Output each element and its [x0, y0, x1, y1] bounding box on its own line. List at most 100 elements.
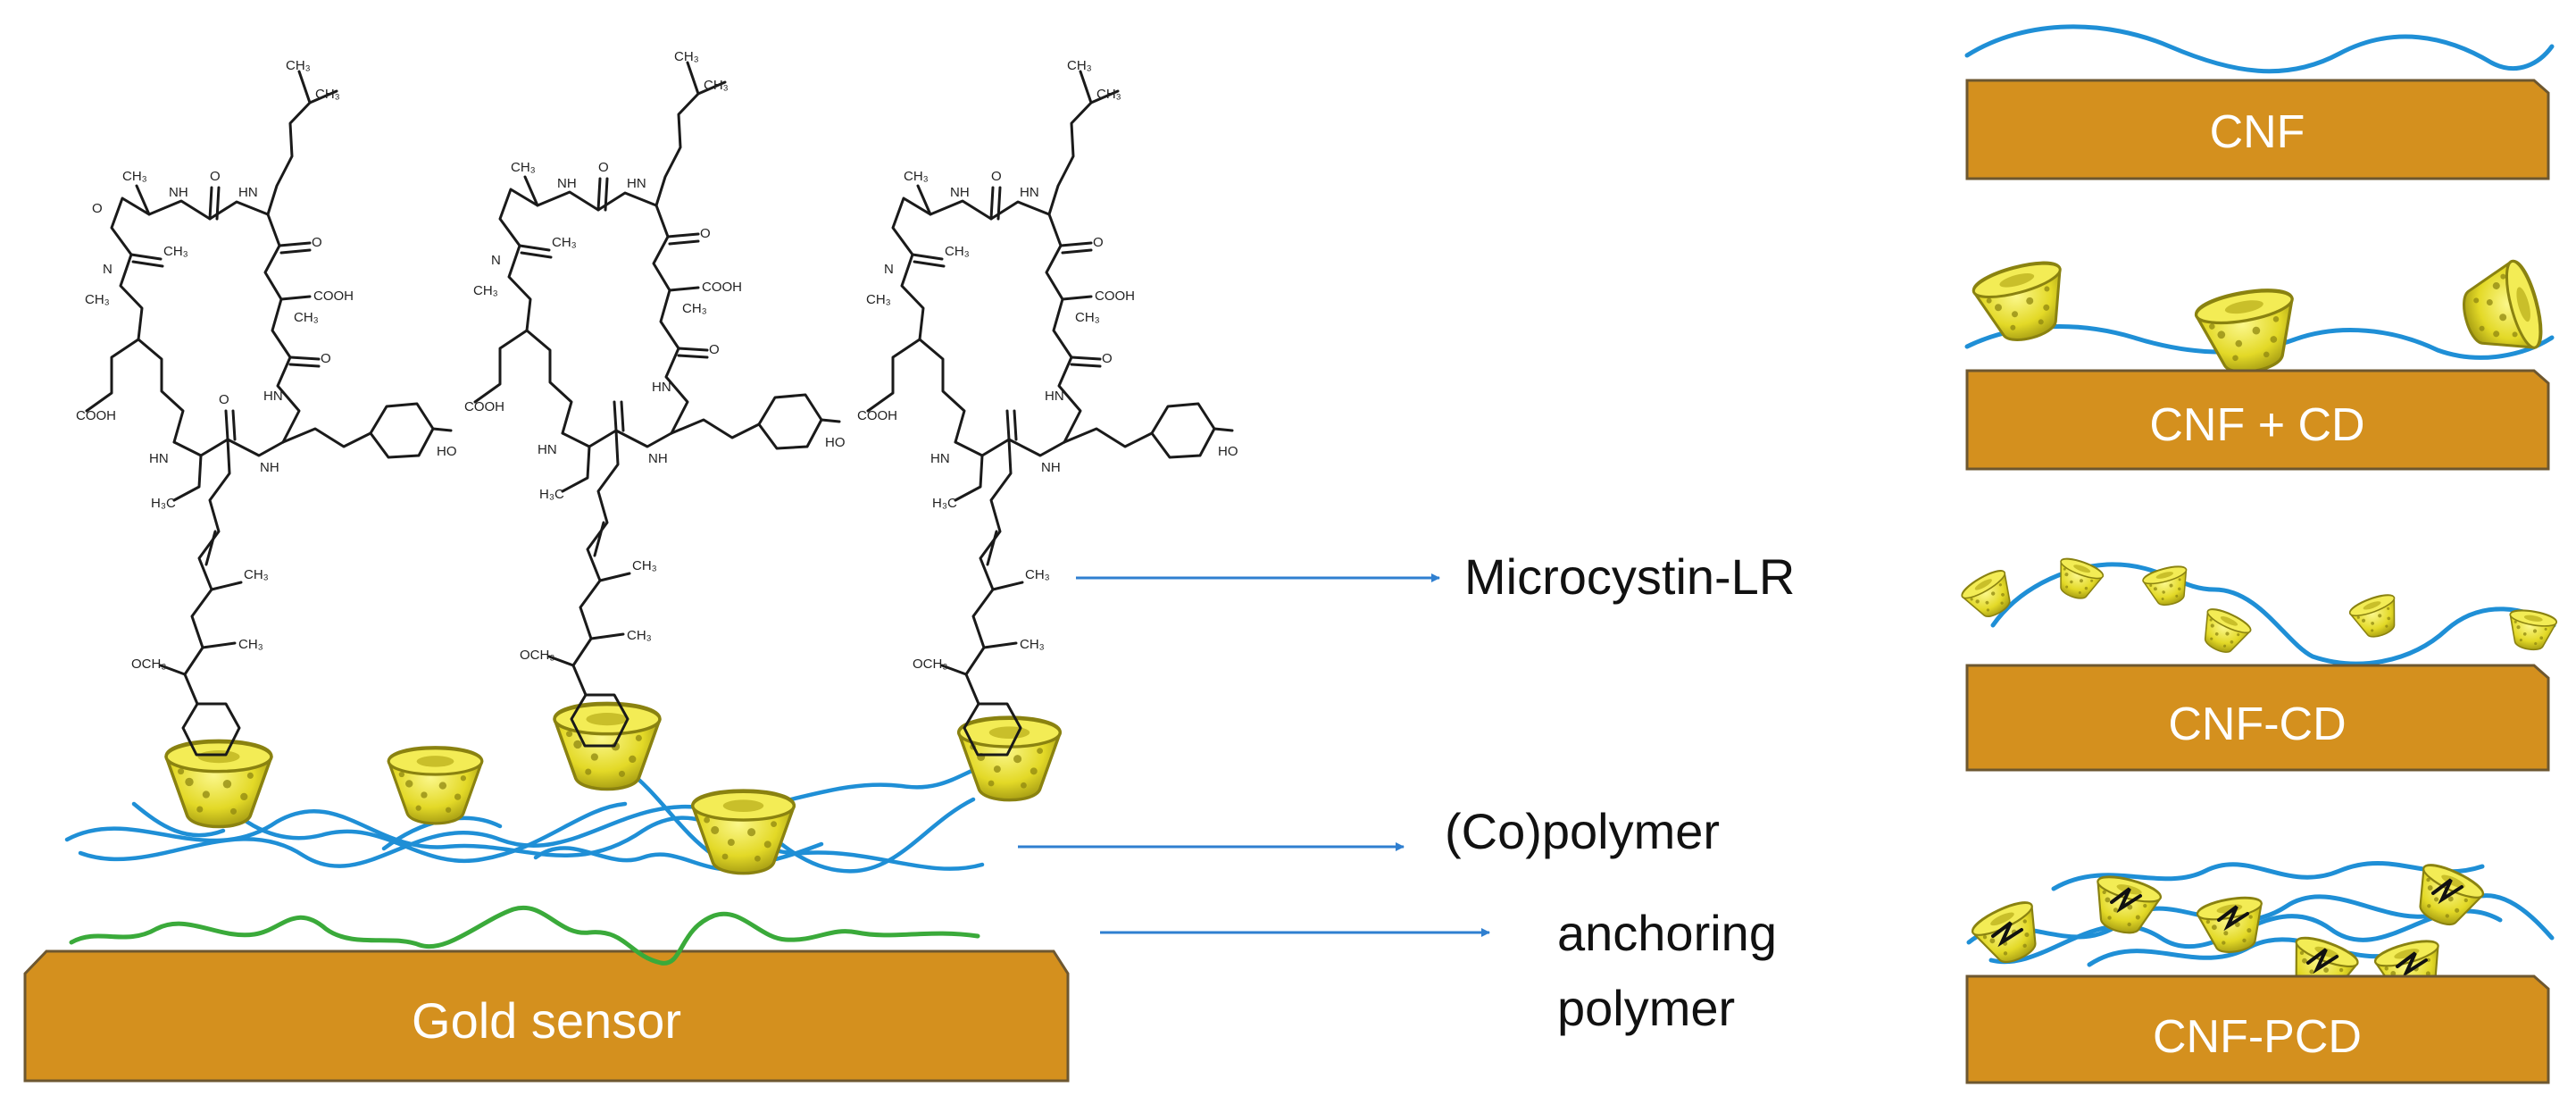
svg-text:HN: HN — [1020, 185, 1039, 200]
svg-text:NH: NH — [648, 451, 668, 466]
svg-text:HN: HN — [263, 389, 283, 404]
variant-label: CNF-PCD — [2153, 1011, 2362, 1063]
anchoring-polymer-label-line1: anchoring — [1557, 905, 1777, 961]
svg-text:CH₃: CH₃ — [704, 78, 729, 93]
microcystin-structure-icon: CH₃ CH₃ O HN NH CH₃ CH₃ O COOH O CH₃ N C… — [857, 58, 1238, 757]
svg-text:CH₃: CH₃ — [244, 567, 269, 582]
svg-text:OCH₃: OCH₃ — [913, 657, 947, 672]
svg-text:O: O — [1093, 235, 1104, 250]
variant-label: CNF — [2210, 106, 2305, 158]
svg-text:CH₃: CH₃ — [904, 169, 929, 184]
svg-text:O: O — [1102, 351, 1113, 366]
svg-text:N: N — [103, 262, 113, 277]
svg-text:CH₃: CH₃ — [294, 310, 319, 325]
svg-text:CH₃: CH₃ — [945, 244, 970, 259]
anchoring-polymer-label-line2: polymer — [1557, 980, 1735, 1036]
gold-sensor-label: Gold sensor — [412, 992, 681, 1049]
svg-text:CH₃: CH₃ — [632, 558, 657, 573]
svg-text:O: O — [709, 342, 720, 357]
cyclodextrin-cone-icon — [956, 715, 1063, 802]
svg-text:HN: HN — [652, 380, 671, 395]
variant-label: CNF + CD — [2149, 399, 2364, 451]
svg-text:CH₃: CH₃ — [1025, 567, 1050, 582]
svg-text:O: O — [321, 351, 331, 366]
svg-text:COOH: COOH — [1095, 289, 1135, 304]
left-assembly: Gold sensor CH₃ CH₃ O HN — [23, 49, 1238, 1083]
svg-text:NH: NH — [260, 460, 279, 475]
anchoring-polymer-line — [69, 905, 980, 966]
cyclodextrin-cone-icon — [1967, 895, 2051, 974]
svg-text:NH: NH — [1041, 460, 1061, 475]
svg-text:CH₃: CH₃ — [682, 301, 707, 316]
svg-text:COOH: COOH — [464, 399, 504, 414]
svg-text:CH₃: CH₃ — [866, 292, 891, 307]
svg-text:CH₃: CH₃ — [238, 637, 263, 652]
variant-cnf: CNF — [1964, 24, 2555, 180]
svg-text:CH₃: CH₃ — [552, 235, 577, 250]
svg-text:H₃C: H₃C — [932, 496, 957, 511]
svg-text:COOH: COOH — [76, 408, 116, 423]
svg-text:NH: NH — [169, 185, 188, 200]
svg-text:CH₃: CH₃ — [286, 58, 311, 73]
svg-text:CH₃: CH₃ — [1096, 87, 1121, 102]
cyclodextrin-cone-icon — [2347, 590, 2406, 644]
svg-text:OCH₃: OCH₃ — [520, 648, 554, 663]
svg-text:O: O — [700, 226, 711, 241]
svg-text:O: O — [210, 169, 221, 184]
variant-cnf-pcd: CNF-PCD — [1965, 857, 2555, 1084]
microcystin-structure-icon: CH₃ CH₃ O HN NH CH₃ O CH₃ O COOH O CH₃ N… — [76, 58, 457, 757]
svg-text:CH₃: CH₃ — [1075, 310, 1100, 325]
svg-text:HN: HN — [1045, 389, 1064, 404]
cyclodextrin-cone-icon — [1969, 254, 2077, 351]
svg-text:CH₃: CH₃ — [315, 87, 340, 102]
svg-text:NH: NH — [557, 176, 577, 191]
svg-text:NH: NH — [950, 185, 970, 200]
cyclodextrin-cone-icon — [1957, 565, 2022, 626]
svg-text:CH₃: CH₃ — [85, 292, 110, 307]
variant-panels: CNF CNF + CD CNF-CD — [1957, 24, 2559, 1084]
svg-text:HN: HN — [538, 442, 557, 457]
microcystin-label: Microcystin-LR — [1464, 548, 1795, 605]
svg-text:CH₃: CH₃ — [511, 160, 536, 175]
svg-text:CH₃: CH₃ — [674, 49, 699, 64]
svg-text:CH₃: CH₃ — [1067, 58, 1092, 73]
svg-text:CH₃: CH₃ — [163, 244, 188, 259]
copolymer-label: (Co)polymer — [1445, 803, 1720, 859]
svg-text:OCH₃: OCH₃ — [131, 657, 166, 672]
svg-text:HN: HN — [930, 451, 950, 466]
cyclodextrin-cone-icon — [2504, 606, 2559, 655]
svg-text:HO: HO — [437, 444, 457, 459]
svg-text:COOH: COOH — [702, 280, 742, 295]
svg-text:H₃C: H₃C — [151, 496, 176, 511]
variant-label: CNF-CD — [2168, 698, 2346, 750]
cyclodextrin-cone-icon — [2050, 554, 2106, 606]
svg-text:HO: HO — [1218, 444, 1238, 459]
svg-text:O: O — [598, 160, 609, 175]
cyclodextrin-cone-icon — [2453, 256, 2550, 364]
svg-text:HN: HN — [627, 176, 646, 191]
svg-text:O: O — [92, 201, 103, 216]
svg-text:N: N — [491, 253, 501, 268]
cyclodextrin-cone-icon — [690, 789, 796, 875]
callouts: Microcystin-LR (Co)polymer anchoring pol… — [1018, 548, 1795, 1036]
svg-text:CH₃: CH₃ — [473, 283, 498, 298]
svg-text:CH₃: CH₃ — [627, 628, 652, 643]
svg-text:HN: HN — [149, 451, 169, 466]
cyclodextrin-cone-icon — [387, 746, 484, 825]
svg-text:O: O — [991, 169, 1002, 184]
svg-text:COOH: COOH — [313, 289, 354, 304]
gold-sensor-slab: Gold sensor — [23, 949, 1070, 1083]
svg-text:H₃C: H₃C — [539, 487, 564, 502]
svg-text:HO: HO — [825, 435, 846, 450]
svg-text:O: O — [312, 235, 322, 250]
variant-cnf-cd: CNF-CD — [1957, 554, 2559, 772]
svg-text:COOH: COOH — [857, 408, 897, 423]
svg-text:CH₃: CH₃ — [1020, 637, 1045, 652]
svg-text:CH₃: CH₃ — [122, 169, 147, 184]
variant-cnf-plus-cd: CNF + CD — [1964, 254, 2555, 471]
svg-text:O: O — [219, 392, 229, 407]
cyclodextrin-cone-icon — [2194, 604, 2255, 660]
cyclodextrin-cone-icon — [2192, 282, 2305, 381]
svg-text:HN: HN — [238, 185, 258, 200]
